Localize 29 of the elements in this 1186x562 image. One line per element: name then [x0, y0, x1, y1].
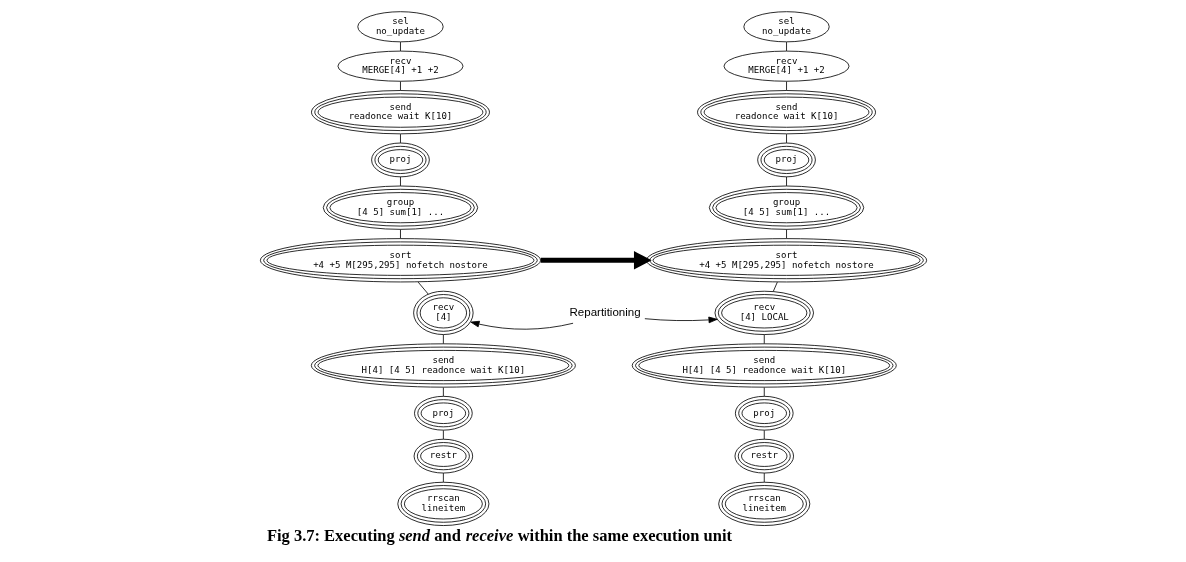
connector [399, 176, 401, 187]
connector [399, 41, 401, 52]
connector [763, 387, 765, 397]
connector [785, 133, 787, 144]
connector [399, 133, 401, 144]
connector [772, 281, 778, 292]
connector [442, 334, 444, 345]
arrow [540, 251, 652, 270]
connector [763, 429, 765, 440]
connector [785, 229, 787, 239]
connector [442, 429, 444, 440]
connector [785, 176, 787, 187]
node-ellipse: sel no_update [742, 11, 830, 43]
arrow [469, 320, 573, 330]
connector [442, 387, 444, 397]
connector [417, 281, 429, 295]
node-ellipse: sel no_update [356, 11, 444, 43]
connector [399, 81, 401, 91]
connector [763, 334, 765, 345]
node-ellipse: recv MERGE[4] +1 +2 [337, 50, 463, 82]
arrow [643, 316, 718, 324]
connector [763, 472, 765, 483]
connector [399, 229, 401, 239]
connector [442, 472, 444, 483]
caption: Fig 3.7: Executing send and receive within the same execution unit [266, 526, 732, 546]
connector [785, 41, 787, 52]
node-text: Repartitioning [568, 305, 641, 318]
node-ellipse: recv MERGE[4] +1 +2 [723, 50, 849, 82]
connector [785, 81, 787, 91]
